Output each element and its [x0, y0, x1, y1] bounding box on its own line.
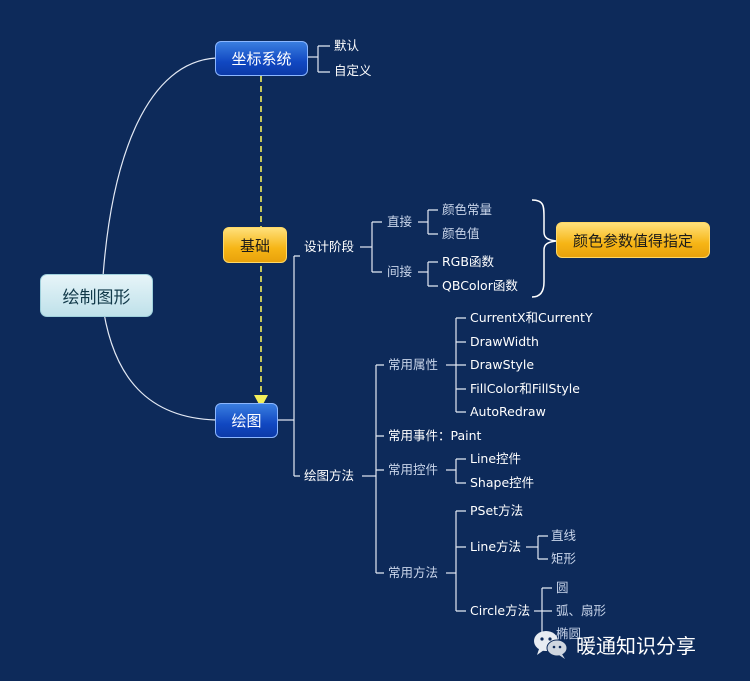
coord-default-text: 默认 — [334, 38, 360, 53]
prop-currentxy-text: CurrentX和CurrentY — [470, 310, 593, 325]
prop-drawstyle-text: DrawStyle — [470, 357, 535, 372]
line-method-text: Line方法 — [470, 539, 522, 554]
rectangle-text: 矩形 — [551, 551, 577, 566]
common-event-text: 常用事件：Paint — [388, 428, 482, 443]
circle-method-text: Circle方法 — [470, 603, 531, 618]
shape-control-text: Shape控件 — [470, 475, 535, 490]
basic-node[interactable]: 基础 — [223, 227, 287, 263]
pset-method-text: PSet方法 — [470, 503, 524, 518]
root-label: 绘制图形 — [62, 288, 131, 308]
straight-line-text: 直线 — [551, 528, 577, 543]
wechat-icon — [534, 631, 568, 659]
coord-system-label: 坐标系统 — [231, 50, 292, 68]
indirect-text: 间接 — [387, 264, 413, 279]
color-constant-text: 颜色常量 — [442, 202, 493, 217]
watermark-text: 暖通知识分享 — [576, 633, 696, 658]
basic-label: 基础 — [239, 236, 270, 255]
draw-node[interactable]: 绘图 — [215, 403, 278, 438]
draw-label: 绘图 — [231, 412, 262, 430]
root-node[interactable]: 绘制图形 — [40, 274, 153, 317]
line-control-text: Line控件 — [470, 451, 522, 466]
qbcolor-function-text: QBColor函数 — [442, 278, 518, 293]
prop-autoredraw-text: AutoRedraw — [470, 404, 546, 419]
coord-system-node[interactable]: 坐标系统 — [215, 41, 308, 76]
watermark: 暖通知识分享 — [532, 626, 742, 662]
color-value-text: 颜色值 — [442, 226, 480, 241]
common-methods-text: 常用方法 — [388, 565, 439, 580]
common-controls-text: 常用控件 — [388, 462, 439, 477]
prop-drawwidth-text: DrawWidth — [470, 334, 539, 349]
color-note-label: 颜色参数值得指定 — [572, 231, 693, 250]
draw-method-text: 绘图方法 — [304, 468, 355, 483]
common-props-text: 常用属性 — [388, 357, 439, 372]
prop-fill-text: FillColor和FillStyle — [470, 381, 580, 396]
coord-custom-text: 自定义 — [334, 63, 372, 78]
circle-text: 圆 — [556, 580, 569, 595]
design-stage-text: 设计阶段 — [304, 239, 355, 254]
color-note-node[interactable]: 颜色参数值得指定 — [556, 222, 710, 258]
ellipse-text: 椭圆 — [556, 626, 582, 641]
arc-sector-text: 弧、扇形 — [556, 603, 607, 618]
direct-text: 直接 — [387, 214, 413, 229]
rgb-function-text: RGB函数 — [442, 254, 494, 269]
